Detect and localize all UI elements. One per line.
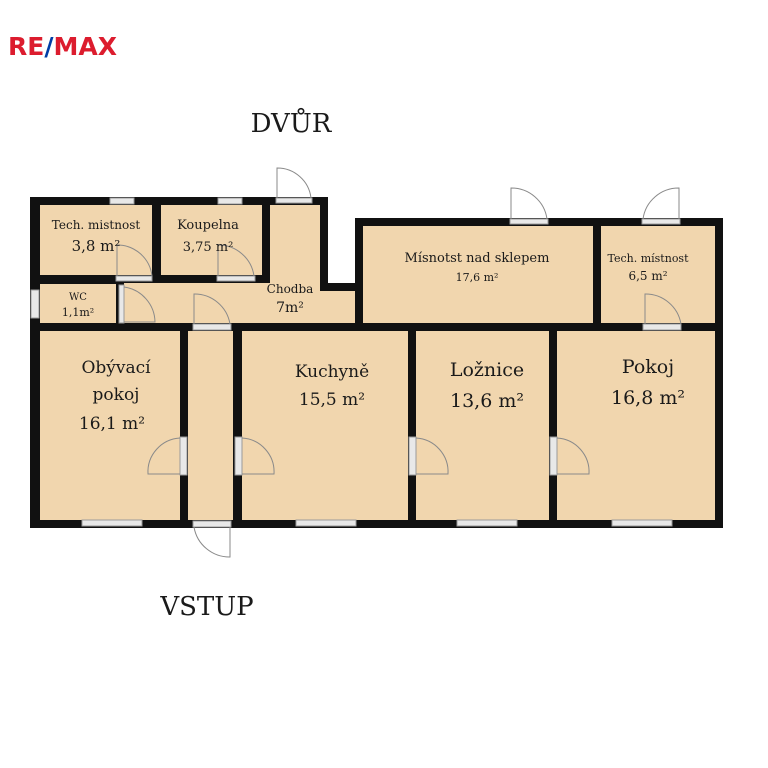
room-name: WC — [69, 292, 87, 303]
room-misnotst — [363, 226, 593, 323]
room-wc — [40, 284, 116, 323]
room-area: 7m² — [276, 300, 304, 316]
room-corridor — [188, 331, 233, 520]
room-name: pokoj — [93, 385, 140, 405]
room-name: Koupelna — [177, 218, 239, 233]
room-name: Tech. mistnost — [52, 218, 141, 232]
room-chodba-step — [318, 291, 355, 323]
room-area: 13,6 m² — [450, 390, 524, 412]
windows — [30, 197, 673, 527]
room-area: 3,75 m² — [183, 240, 234, 255]
room-name: Obývací — [81, 358, 151, 378]
remax-logo: RE/MAX — [8, 32, 117, 61]
yard-label: DVŮR — [251, 107, 333, 139]
room-pokoj — [557, 331, 715, 520]
room-area: 16,1 m² — [79, 414, 145, 434]
room-area: 15,5 m² — [299, 390, 365, 410]
room-koupelna — [161, 205, 262, 275]
room-name: Pokoj — [622, 356, 674, 378]
room-area: 3,8 m² — [72, 237, 121, 255]
floors — [40, 205, 715, 520]
doors — [115, 167, 682, 558]
entrance-label: VSTUP — [159, 592, 253, 622]
room-name: Mísnotst nad sklepem — [405, 251, 550, 266]
room-tech-1 — [40, 205, 152, 275]
room-obyvaci — [40, 331, 180, 520]
room-area: 1,1m² — [62, 306, 94, 319]
room-name: Chodba — [267, 282, 314, 296]
room-tech-2 — [601, 226, 715, 323]
room-labels: Tech. mistnost 3,8 m² Koupelna 3,75 m² C… — [52, 218, 689, 434]
room-name: Tech. místnost — [607, 252, 689, 265]
room-area: 17,6 m² — [456, 271, 499, 284]
room-loznice — [416, 331, 549, 520]
room-name: Kuchyně — [295, 362, 369, 382]
room-name: Ložnice — [450, 359, 524, 381]
room-chodba-horizontal — [124, 283, 320, 323]
room-kuchyne — [242, 331, 408, 520]
room-area: 16,8 m² — [611, 387, 685, 409]
room-area: 6,5 m² — [628, 269, 667, 283]
